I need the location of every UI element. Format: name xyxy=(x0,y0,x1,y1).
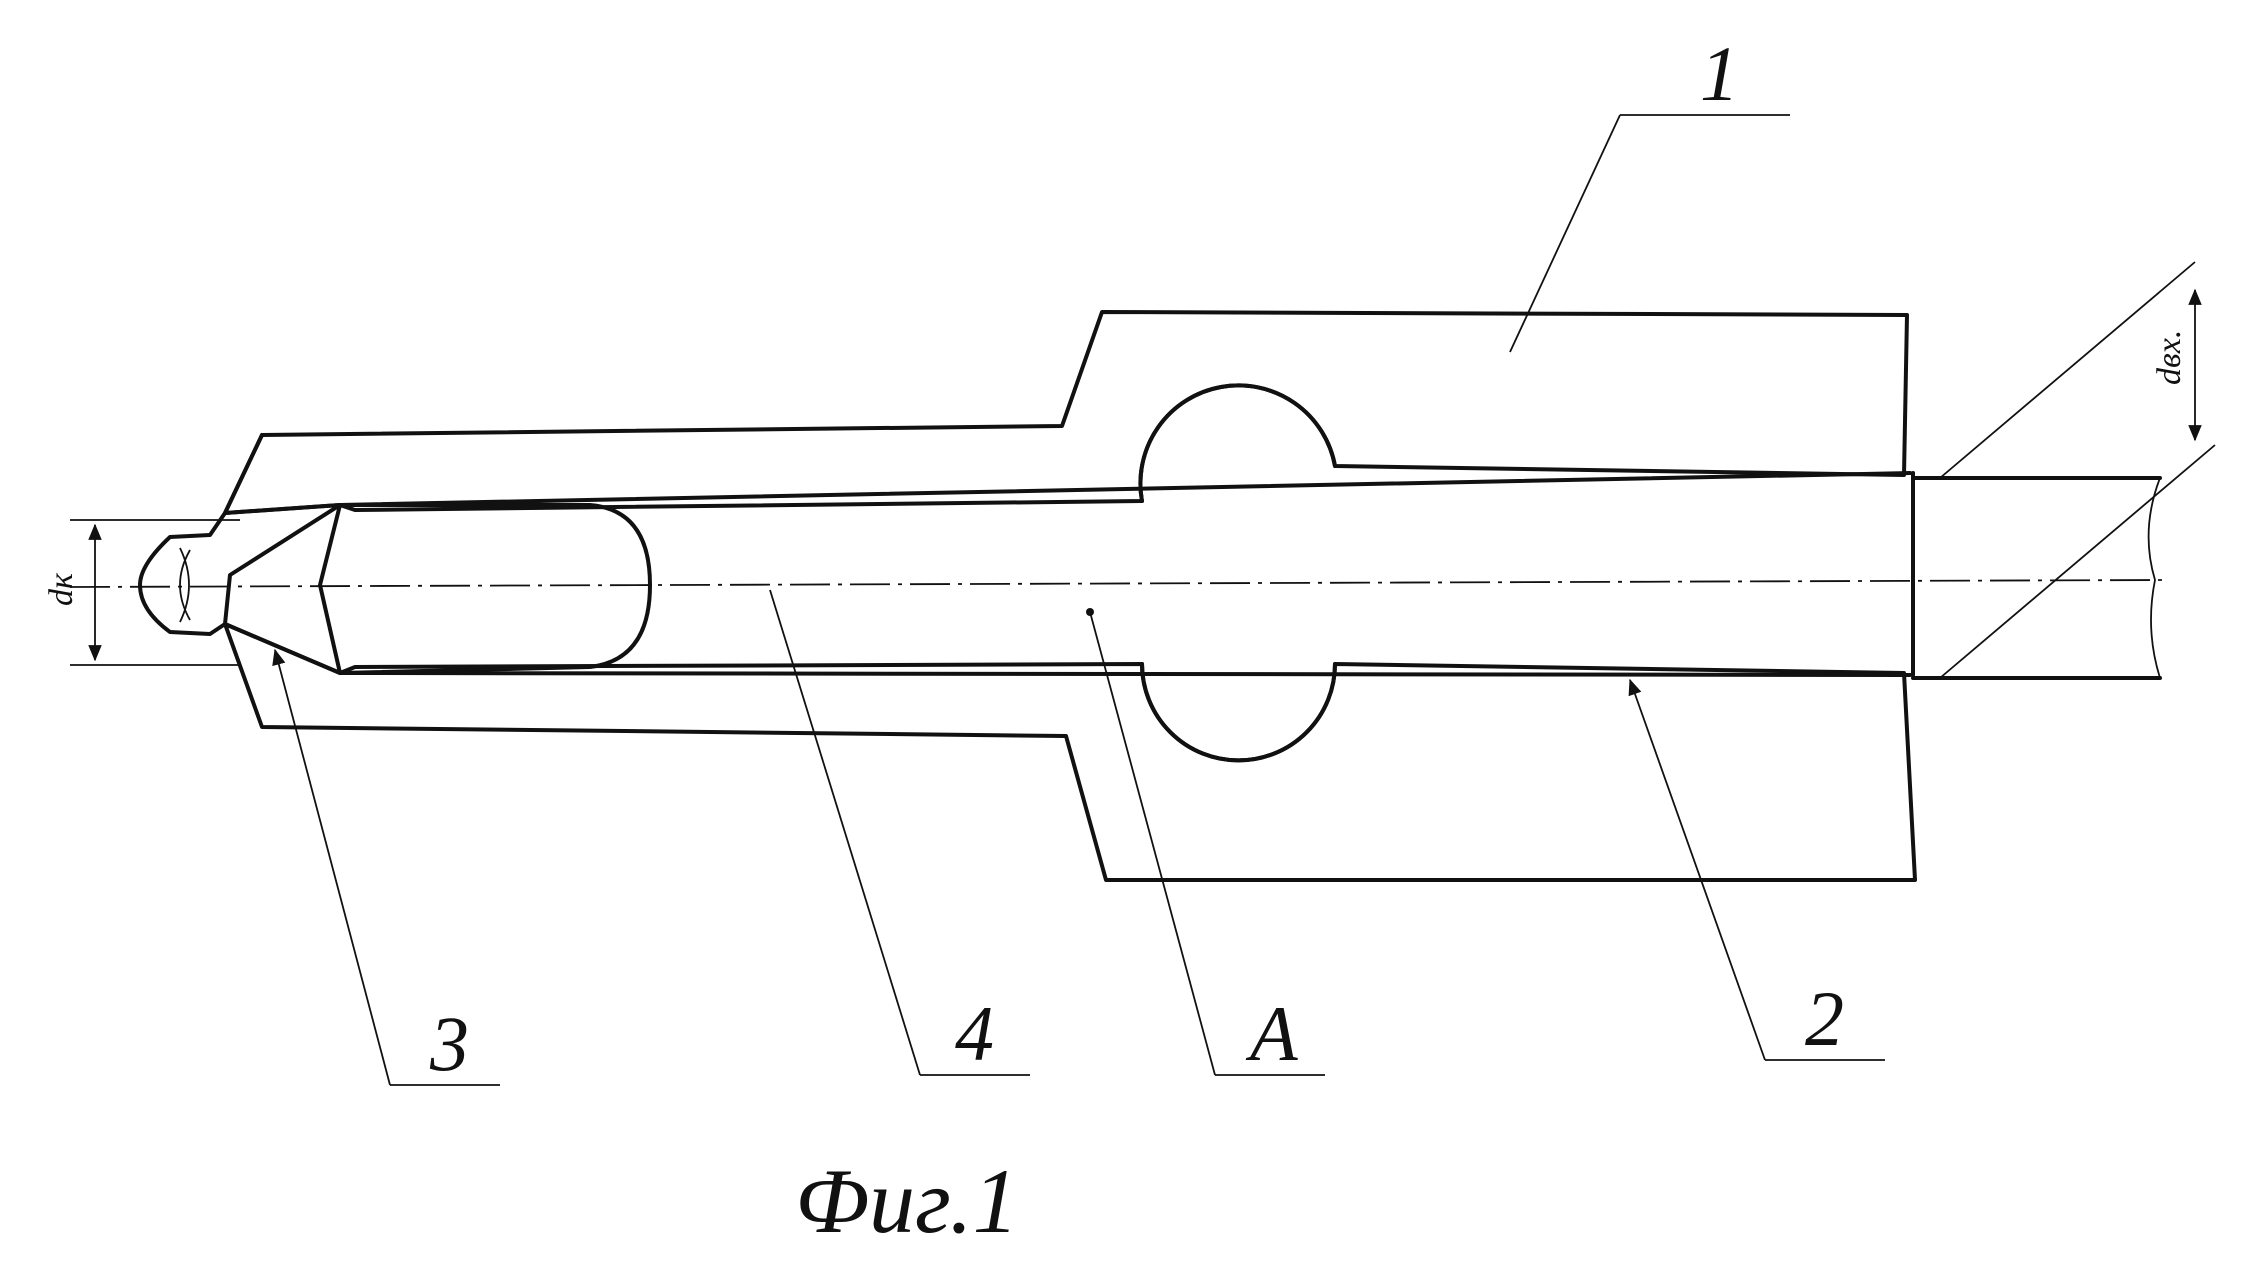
nozzle-tip xyxy=(140,435,340,673)
cavity-lower xyxy=(1142,664,1335,760)
body-upper-section xyxy=(225,312,1907,513)
pipe-break xyxy=(2149,478,2160,678)
inlet-diameter-label: dвх. xyxy=(2151,330,2188,385)
center-axis xyxy=(70,580,2165,587)
channel-bottom-edge xyxy=(340,673,1910,675)
part-number-3: 3 xyxy=(429,1000,469,1087)
zone-label-a: A xyxy=(1245,990,1298,1077)
part-number-1: 1 xyxy=(1700,30,1739,117)
figure-caption: Фиг.1 xyxy=(795,1150,1019,1252)
leader-1: 1 xyxy=(1510,30,1790,352)
inner-channel xyxy=(340,473,2160,678)
spherical-cavity xyxy=(1140,385,1335,760)
body-lower-section xyxy=(225,624,1915,880)
part-number-4: 4 xyxy=(955,990,994,1077)
nozzle-body xyxy=(225,312,1915,880)
part-number-2: 2 xyxy=(1805,975,1844,1062)
inlet-diameter-dimension: dвх. xyxy=(1940,262,2215,678)
leader-3: 3 xyxy=(275,650,500,1087)
insert-plug xyxy=(320,505,650,673)
outlet-diameter-label: dк xyxy=(43,572,80,606)
leader-a: A xyxy=(1086,608,1325,1077)
leader-2: 2 xyxy=(1630,680,1885,1062)
